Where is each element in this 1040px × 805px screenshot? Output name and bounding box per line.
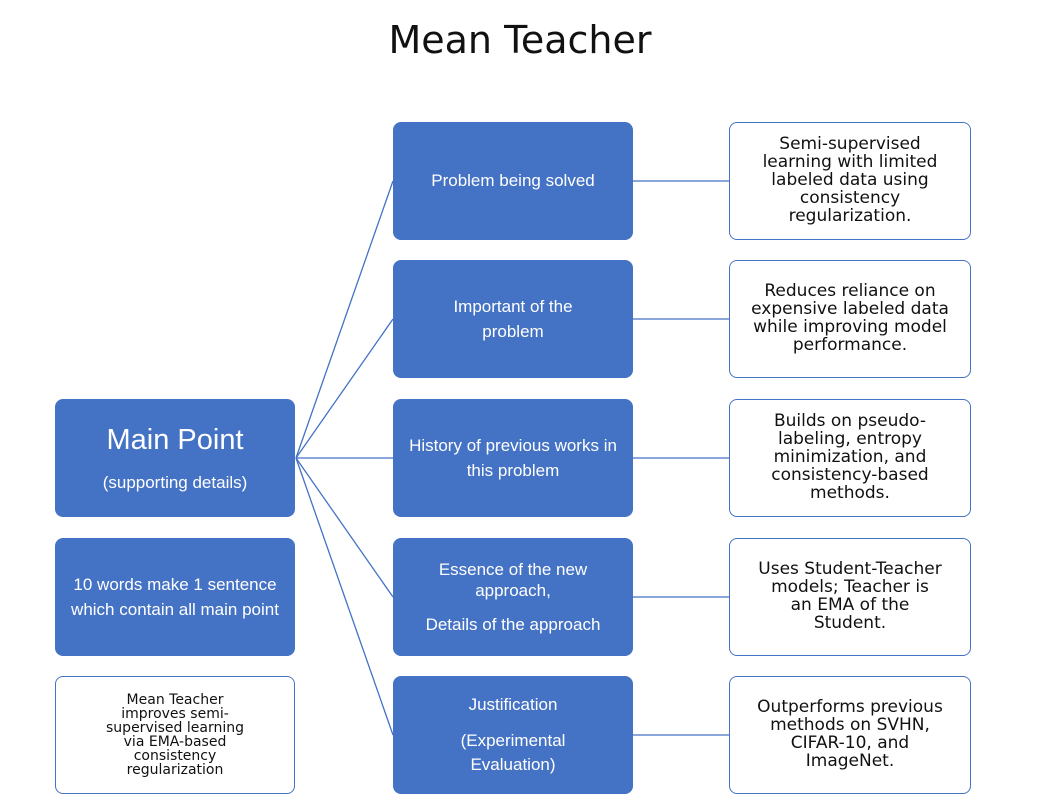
detail-text: Uses Student-Teacher models; Teacher is … <box>758 559 942 633</box>
aspect-label-line: Essence of the new approach, <box>438 560 588 601</box>
aspect-box-approach: Essence of the new approach, Details of … <box>393 538 633 656</box>
aspect-box-problem: Problem being solved <box>393 122 633 240</box>
aspect-box-justification: Justification (Experimental Evaluation) <box>393 676 633 794</box>
ten-words-box: 10 words make 1 sentence which contain a… <box>55 538 295 656</box>
aspect-label-line: History of previous works in this proble… <box>409 435 617 481</box>
main-point-title: Main Point <box>106 423 244 456</box>
connector-main-to-aspect-1 <box>295 180 394 459</box>
aspect-label-line: Problem being solved <box>431 171 595 191</box>
connector-main-to-aspect-5 <box>295 457 394 736</box>
detail-box-history: Builds on pseudo-labeling, entropy minim… <box>729 399 971 517</box>
main-point-box: Main Point (supporting details) <box>55 399 295 517</box>
page-title: Mean Teacher <box>388 18 652 62</box>
detail-text: Builds on pseudo-labeling, entropy minim… <box>771 411 929 503</box>
connector-main-to-aspect-4 <box>295 457 394 598</box>
detail-text: Semi-supervised learning with limited la… <box>762 134 938 226</box>
detail-box-importance: Reduces reliance on expensive labeled da… <box>729 260 971 378</box>
detail-box-approach: Uses Student-Teacher models; Teacher is … <box>729 538 971 656</box>
ten-words-text: 10 words make 1 sentence which contain a… <box>71 574 279 620</box>
summary-sentence-box: Mean Teacher improves semi-supervised le… <box>55 676 295 794</box>
aspect-label-line: Important of the problem <box>453 296 573 342</box>
connector-main-to-aspect-2 <box>295 318 394 459</box>
detail-text: Outperforms previous methods on SVHN, CI… <box>757 697 943 771</box>
aspect-box-history: History of previous works in this proble… <box>393 399 633 517</box>
detail-box-justification: Outperforms previous methods on SVHN, CI… <box>729 676 971 794</box>
detail-text: Reduces reliance on expensive labeled da… <box>751 281 949 355</box>
detail-box-problem: Semi-supervised learning with limited la… <box>729 122 971 240</box>
aspect-label-line: (Experimental Evaluation) <box>460 731 566 774</box>
aspect-box-importance: Important of the problem <box>393 260 633 378</box>
summary-sentence-text: Mean Teacher improves semi-supervised le… <box>106 692 244 778</box>
main-point-subtitle: (supporting details) <box>102 472 248 492</box>
aspect-label-line: Details of the approach <box>425 614 601 634</box>
aspect-label-line: Justification <box>468 695 558 715</box>
